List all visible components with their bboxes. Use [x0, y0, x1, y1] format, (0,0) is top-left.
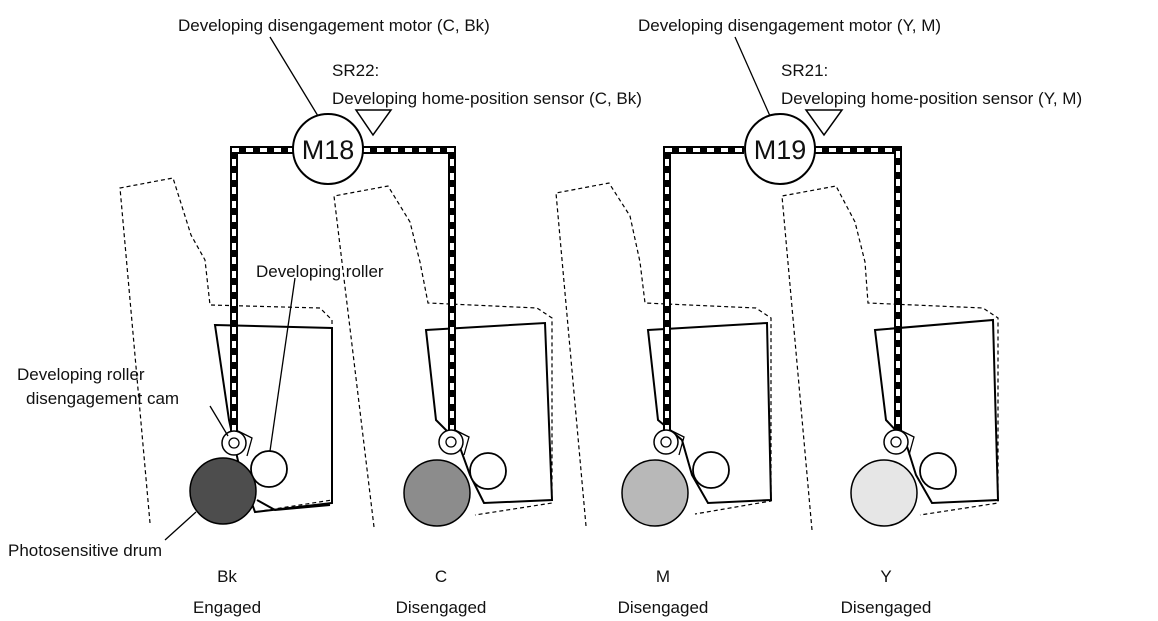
cam-m: [653, 429, 685, 456]
cam-bk: [221, 430, 253, 457]
developing-units: [213, 318, 1000, 514]
cartridge-outlines: [119, 177, 999, 531]
developing-unit-c: [424, 321, 554, 505]
leader-lines: [164, 36, 771, 541]
sensor-sr21-icon: [804, 109, 844, 137]
developing-roller-c: [469, 452, 507, 490]
motor-m19: M19: [744, 113, 816, 185]
unit-state-y: Disengaged: [841, 598, 932, 617]
developing-unit-bk: [213, 323, 333, 514]
belt-m19: [663, 146, 902, 432]
developing-roller-m: [692, 451, 730, 489]
cartridge-outline-y: [781, 185, 999, 531]
unit-color-bk: Bk: [217, 567, 237, 586]
unit-color-c: C: [435, 567, 447, 586]
sensor-sr22-icon: [354, 109, 393, 137]
cartridge-outline-c: [333, 185, 553, 528]
developing-roller-label: Developing roller: [256, 262, 384, 281]
motor-circle: [292, 113, 364, 185]
cam-label-line1: Developing roller: [17, 365, 145, 384]
sensor-sr21-name: Developing home-position sensor (Y, M): [781, 89, 1082, 108]
motor-circle: [744, 113, 816, 185]
motor-label: M18: [302, 135, 355, 165]
developing-roller-y: [919, 452, 957, 490]
cartridge-outline-m: [555, 182, 772, 527]
unit-state-m: Disengaged: [618, 598, 709, 617]
photosensitive-drum-y: [850, 459, 918, 527]
belt-m18: [230, 146, 456, 432]
unit-color-y: Y: [880, 567, 891, 586]
unit-state-c: Disengaged: [396, 598, 487, 617]
motor-m18-caption: Developing disengagement motor (C, Bk): [178, 16, 490, 35]
developing-unit-y: [873, 318, 1000, 505]
photosensitive-drum-c: [403, 459, 471, 527]
cam-label-line2: disengagement cam: [26, 389, 179, 408]
drum-label: Photosensitive drum: [8, 541, 162, 560]
developing-unit-bk-foot: [256, 499, 331, 512]
motor-m19-caption: Developing disengagement motor (Y, M): [638, 16, 941, 35]
cam-c: [438, 429, 470, 456]
developing-roller-bk: [250, 450, 288, 488]
photosensitive-drum-m: [621, 459, 689, 527]
developing-unit-m: [646, 321, 773, 505]
sensor-sr22-name: Developing home-position sensor (C, Bk): [332, 89, 642, 108]
unit-state-bk: Engaged: [193, 598, 261, 617]
motor-m18: M18: [292, 113, 364, 185]
sensor-sr22-code: SR22:: [332, 61, 379, 80]
photosensitive-drum-bk: [189, 457, 257, 525]
unit-color-m: M: [656, 567, 670, 586]
cam-y: [883, 429, 915, 456]
motor-label: M19: [754, 135, 807, 165]
sensor-sr21-code: SR21:: [781, 61, 828, 80]
